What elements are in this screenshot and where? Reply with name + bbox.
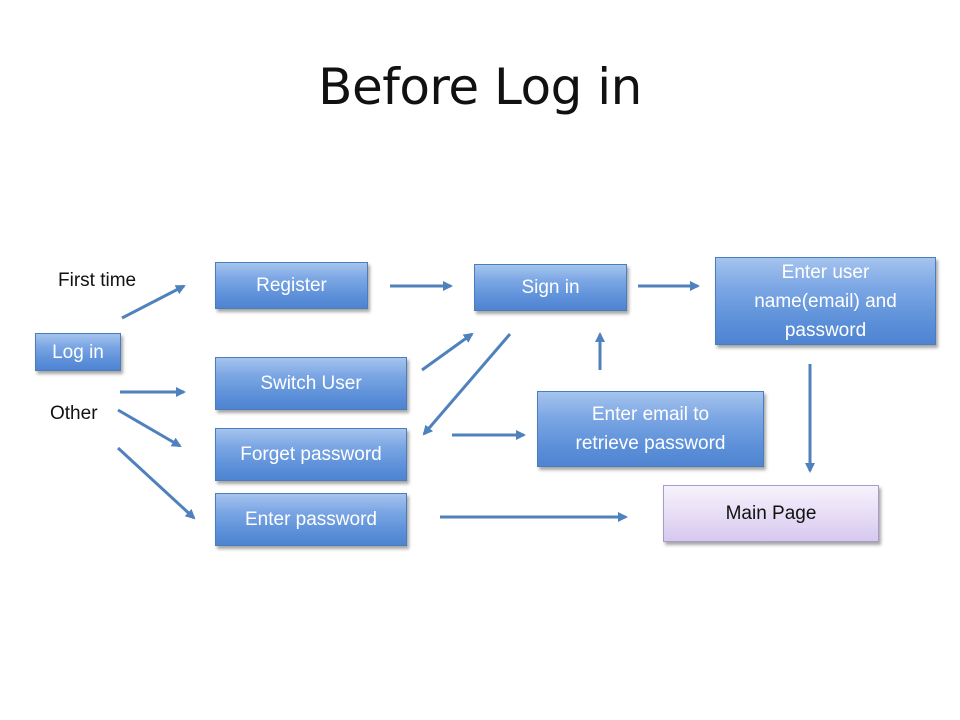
sign-in-label: Sign in <box>521 277 580 298</box>
log-in-box[interactable]: Log in <box>35 333 121 371</box>
label-first-time: First time <box>58 270 137 291</box>
sign-in-box[interactable]: Sign in <box>474 264 627 311</box>
main-page-box[interactable]: Main Page <box>663 485 879 542</box>
main-page-label: Main Page <box>725 503 817 524</box>
arrow-login-to-register <box>121 284 186 320</box>
switch-user-box[interactable]: Switch User <box>215 357 407 410</box>
register-label: Register <box>256 275 327 296</box>
log-in-label: Log in <box>52 341 104 363</box>
enter-credentials-box[interactable]: Enter user name(email) and password <box>715 257 936 345</box>
forget-password-box[interactable]: Forget password <box>215 428 407 481</box>
enter-password-box[interactable]: Enter password <box>215 493 407 546</box>
register-box[interactable]: Register <box>215 262 368 309</box>
switch-user-label: Switch User <box>260 373 362 394</box>
enter-email-box[interactable]: Enter email to retrieve password <box>537 391 764 467</box>
page-title: Before Log in <box>318 58 642 116</box>
label-other: Other <box>50 403 98 424</box>
enter-credentials-label: Enter user name(email) and password <box>754 261 897 341</box>
arrow-sign-in-to-forget-password <box>422 333 512 436</box>
arrow-login-to-forget-password <box>117 408 182 448</box>
enter-password-label: Enter password <box>244 509 377 530</box>
forget-password-label: Forget password <box>240 444 382 465</box>
arrow-login-to-enter-password <box>116 446 196 520</box>
arrow-switch-user-to-sign-in <box>421 332 474 372</box>
enter-email-label: Enter email to retrieve password <box>575 404 726 454</box>
